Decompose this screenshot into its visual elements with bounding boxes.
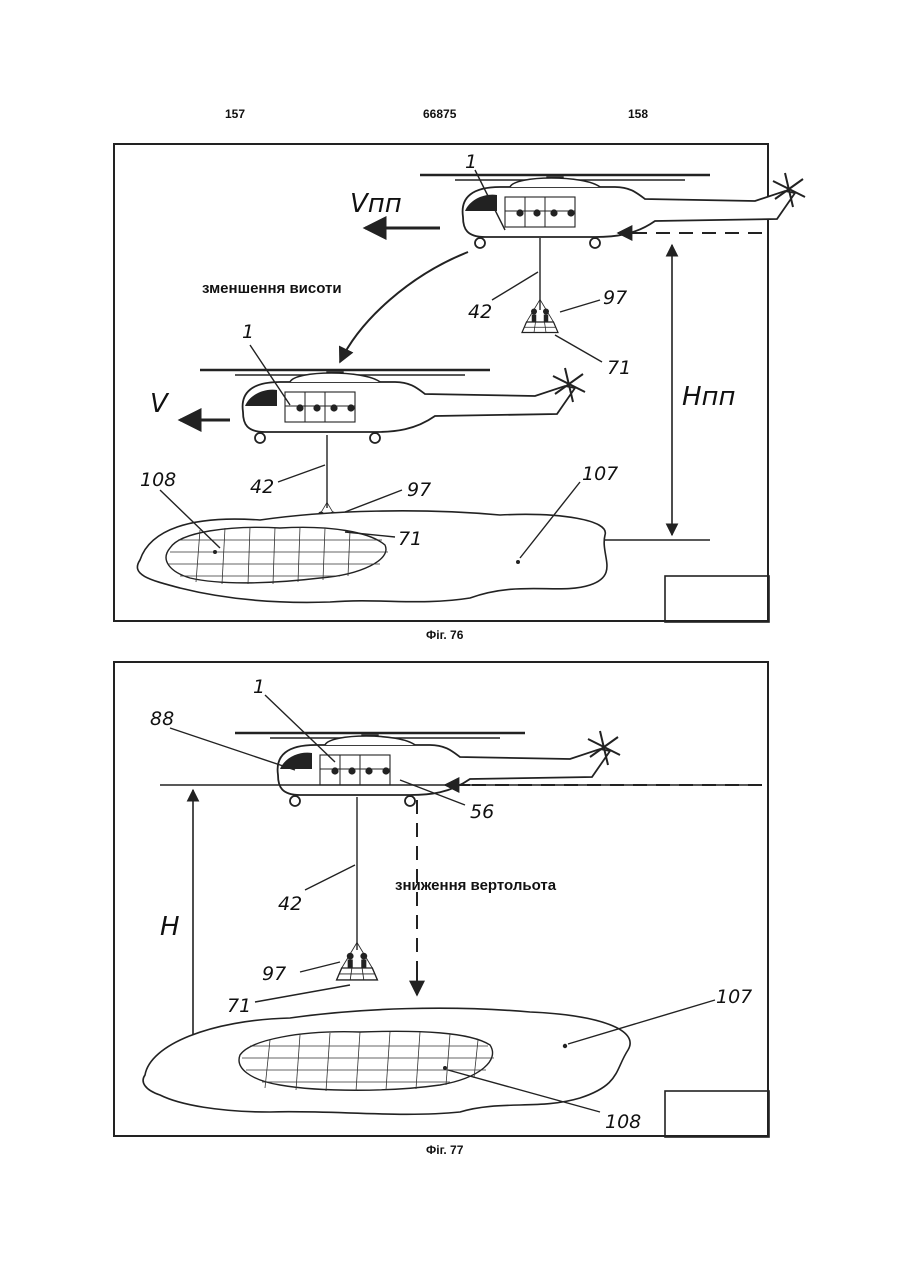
label-crew-77: 97 xyxy=(262,963,286,985)
fig77-zone xyxy=(239,1031,492,1090)
label-spill-77: 107 xyxy=(716,986,752,1008)
label-heli-bottom: 1 xyxy=(242,321,254,343)
label-cable-top: 42 xyxy=(468,301,492,323)
label-crew-top: 97 xyxy=(603,287,627,309)
label-hpp: Hпп xyxy=(682,382,736,412)
label-spill: 107 xyxy=(582,463,618,485)
label-basket-bottom: 71 xyxy=(398,528,422,550)
label-h: H xyxy=(160,912,180,942)
text-descent: зниження вертольота xyxy=(395,877,557,894)
label-heli-77: 1 xyxy=(253,676,265,698)
label-zone-77: 108 xyxy=(605,1111,641,1133)
label-door: 56 xyxy=(470,801,494,823)
label-basket-77: 71 xyxy=(227,995,251,1017)
label-vpp: Vпп xyxy=(350,189,402,219)
text-reduce-height: зменшення висоти xyxy=(202,280,342,297)
fig76-helicopter-bottom xyxy=(200,368,585,443)
label-cabin: 88 xyxy=(150,708,174,730)
fig76-helicopter-top xyxy=(420,173,805,248)
label-crew-bottom: 97 xyxy=(407,479,431,501)
label-basket-top: 71 xyxy=(607,357,631,379)
label-cable-bottom: 42 xyxy=(250,476,274,498)
label-v: V xyxy=(150,389,170,419)
label-zone: 108 xyxy=(140,469,176,491)
fig77-helicopter xyxy=(235,731,620,806)
label-cable-77: 42 xyxy=(278,893,302,915)
label-heli-top: 1 xyxy=(465,151,477,173)
